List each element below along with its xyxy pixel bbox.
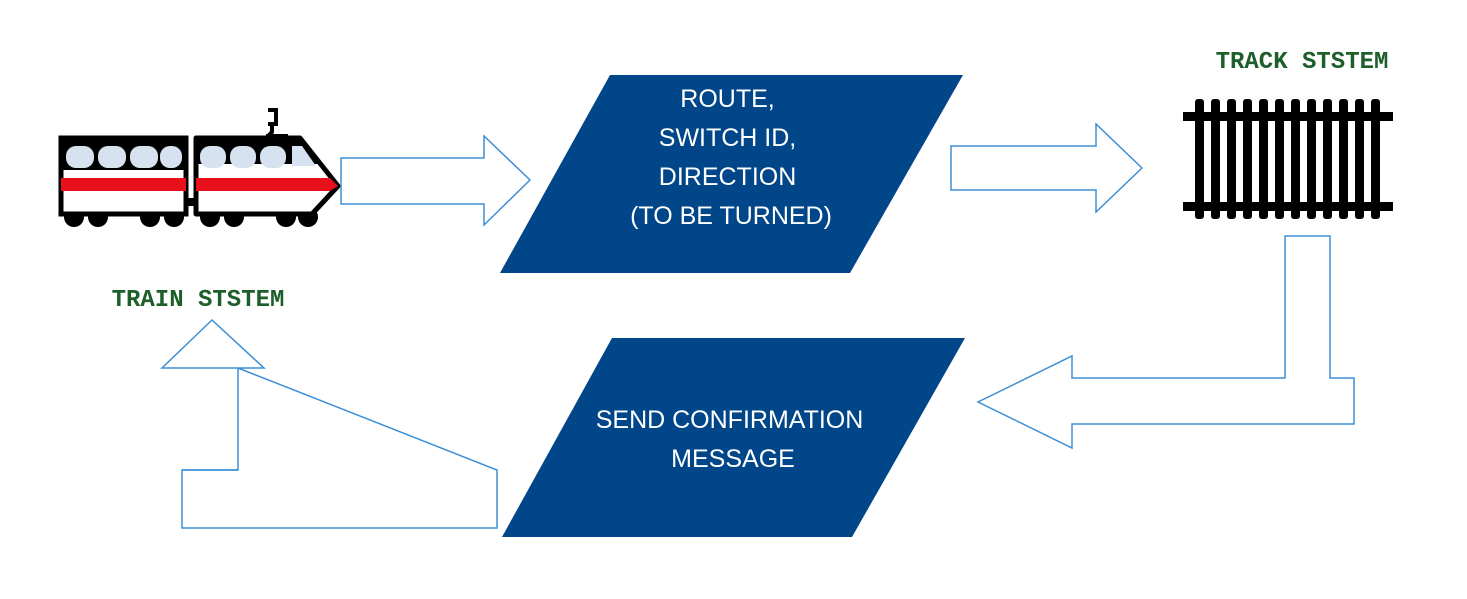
confirmation-line: SEND CONFIRMATION	[596, 406, 864, 434]
arrow-down-left	[976, 235, 1355, 450]
train-system-label: TRAIN STSTEM	[112, 287, 285, 314]
train-icon	[58, 108, 341, 227]
confirmation-text: SEND CONFIRMATION MESSAGE	[596, 406, 871, 473]
arrow-right-1	[340, 134, 532, 227]
confirmation-line: MESSAGE	[671, 445, 795, 473]
route-request-line: ROUTE,	[680, 85, 774, 113]
confirmation-box	[502, 338, 965, 537]
route-request-box	[500, 75, 963, 273]
railway-track-icon	[1183, 99, 1393, 219]
arrow-left-up	[160, 318, 498, 529]
route-request-text: ROUTE, SWITCH ID, DIRECTION (TO BE TURNE…	[630, 85, 832, 230]
arrow-right-2	[950, 122, 1144, 214]
route-request-line: DIRECTION	[659, 163, 797, 191]
route-request-line: SWITCH ID,	[659, 124, 797, 152]
route-request-line: (TO BE TURNED)	[630, 202, 832, 230]
track-system-label: TRACK STSTEM	[1216, 49, 1389, 76]
